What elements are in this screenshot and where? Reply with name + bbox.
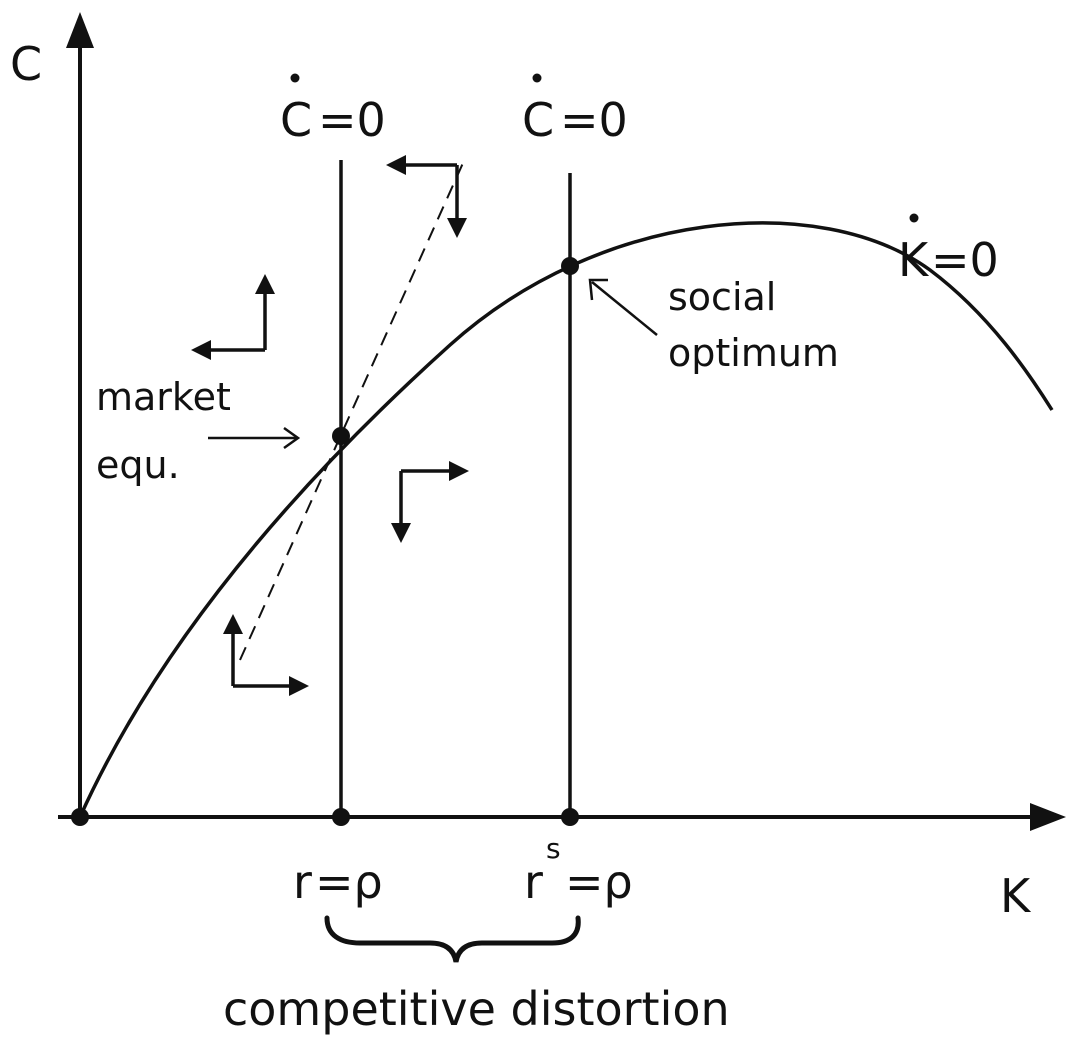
y-axis-label: C <box>10 37 42 91</box>
k-dot-letter: K <box>898 233 930 287</box>
social-label-line-2: optimum <box>668 331 839 375</box>
social-optimum-point <box>561 257 579 275</box>
market-label-line-1: market <box>96 375 231 419</box>
c-dot-social-label: C =0 <box>522 73 628 147</box>
k-dot-label: K =0 <box>898 213 999 287</box>
social-eq-rho: =ρ <box>565 855 633 909</box>
phase-arrow-middle-right <box>391 461 469 543</box>
k-dot-zero-curve <box>78 221 1054 818</box>
k-dot-eq: =0 <box>931 233 999 287</box>
market-equilibrium-label: market equ. <box>96 375 243 487</box>
market-label-line-2: equ. <box>96 443 180 487</box>
c-dot-social-dot <box>532 73 542 83</box>
x-axis-arrowhead <box>1030 803 1066 831</box>
market-eq-rho: =ρ <box>315 855 383 909</box>
k-dot-dot <box>909 213 919 223</box>
x-axis-label: K <box>1000 869 1032 923</box>
market-tick-label: r =ρ <box>293 855 383 909</box>
phase-arrow-upper-left <box>191 274 275 360</box>
market-equilibrium-point <box>332 427 350 445</box>
social-k-point <box>561 808 579 826</box>
market-pointer-arrow <box>208 426 301 450</box>
c-dot-market-dot <box>290 73 300 83</box>
origin-point <box>71 808 89 826</box>
social-optimum-label: social optimum <box>668 275 839 375</box>
c-dot-social-letter: C <box>522 93 554 147</box>
phase-arrow-lower-left <box>223 614 309 696</box>
social-pointer-arrow <box>588 278 658 336</box>
c-dot-market-eq: =0 <box>318 93 386 147</box>
phase-arrow-top <box>386 155 467 238</box>
market-r: r <box>293 855 312 909</box>
y-axis-arrowhead <box>66 12 94 48</box>
saddle-path-dashed <box>239 162 464 661</box>
c-dot-social-eq: =0 <box>560 93 628 147</box>
distortion-brace <box>324 915 581 963</box>
competitive-distortion-label: competitive distortion <box>223 982 730 1036</box>
c-dot-market-letter: C <box>280 93 312 147</box>
axes <box>58 12 1066 831</box>
market-k-point <box>332 808 350 826</box>
social-superscript-s: s <box>546 832 561 865</box>
social-tick-label: r s =ρ <box>524 832 633 909</box>
social-r: r <box>524 855 543 909</box>
social-label-line-1: social <box>668 275 776 319</box>
c-dot-market-label: C =0 <box>280 73 386 147</box>
